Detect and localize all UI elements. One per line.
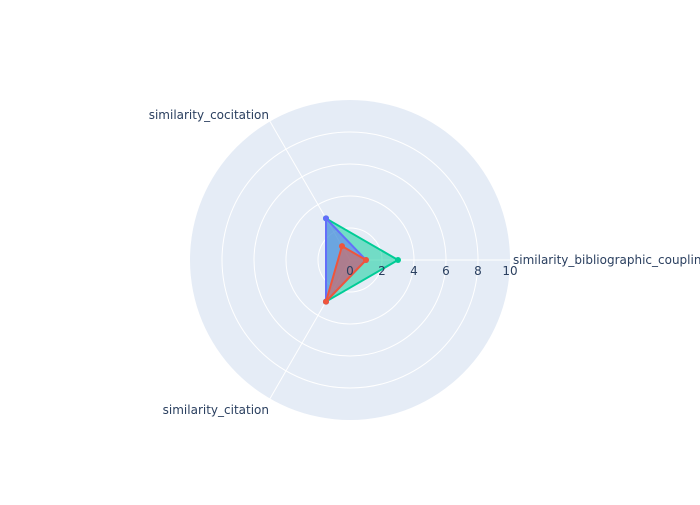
series-area xyxy=(325,245,367,303)
radial-tick-label: 10 xyxy=(502,264,517,278)
series-group xyxy=(323,243,369,305)
data-point-marker[interactable] xyxy=(395,257,401,263)
axis-label-citation: similarity_citation xyxy=(163,403,269,417)
axis-label-bibliographic-coupling: similarity_bibliographic_coupling xyxy=(513,253,700,267)
radial-tick-label: 6 xyxy=(442,264,450,278)
radial-tick-label: 4 xyxy=(410,264,418,278)
data-point-marker[interactable] xyxy=(323,298,329,305)
data-point-marker[interactable] xyxy=(339,243,345,250)
data-point-marker[interactable] xyxy=(323,215,329,222)
data-point-marker[interactable] xyxy=(363,257,369,263)
radial-tick-label: 8 xyxy=(474,264,482,278)
axis-label-cocitation: similarity_cocitation xyxy=(149,108,269,122)
radial-tick-label: 0 xyxy=(346,264,354,278)
radial-tick-label: 2 xyxy=(378,264,386,278)
